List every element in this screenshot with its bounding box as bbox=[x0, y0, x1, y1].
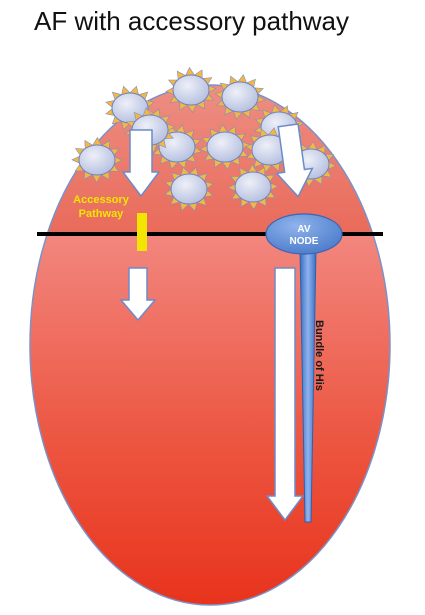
atrial-focus-icon bbox=[164, 166, 214, 212]
av-node bbox=[265, 213, 343, 255]
atrial-focus-icon bbox=[199, 123, 251, 171]
down-arrow-icon bbox=[265, 267, 305, 522]
down-arrow-icon bbox=[275, 123, 314, 198]
down-arrow-icon bbox=[121, 129, 161, 198]
atrial-focus-icon bbox=[165, 66, 217, 114]
av-node-label-line1: AV bbox=[297, 224, 310, 235]
accessory-pathway bbox=[137, 213, 147, 251]
page-title: AF with accessory pathway bbox=[34, 6, 350, 36]
av-node-label-line2: NODE bbox=[290, 236, 319, 247]
atrial-focus-icon bbox=[227, 163, 279, 211]
down-arrow-icon bbox=[119, 267, 157, 322]
conduction-arrows bbox=[119, 123, 314, 522]
atrial-focus-icon bbox=[214, 74, 266, 120]
bundle-of-his-label: Bundle of His bbox=[313, 320, 325, 391]
heart-outline bbox=[29, 84, 391, 606]
ventricles bbox=[30, 235, 390, 605]
accessory-label-line1: Accessory bbox=[73, 194, 130, 206]
accessory-label-line2: Pathway bbox=[79, 208, 125, 220]
atrial-focus-icon bbox=[71, 136, 123, 184]
